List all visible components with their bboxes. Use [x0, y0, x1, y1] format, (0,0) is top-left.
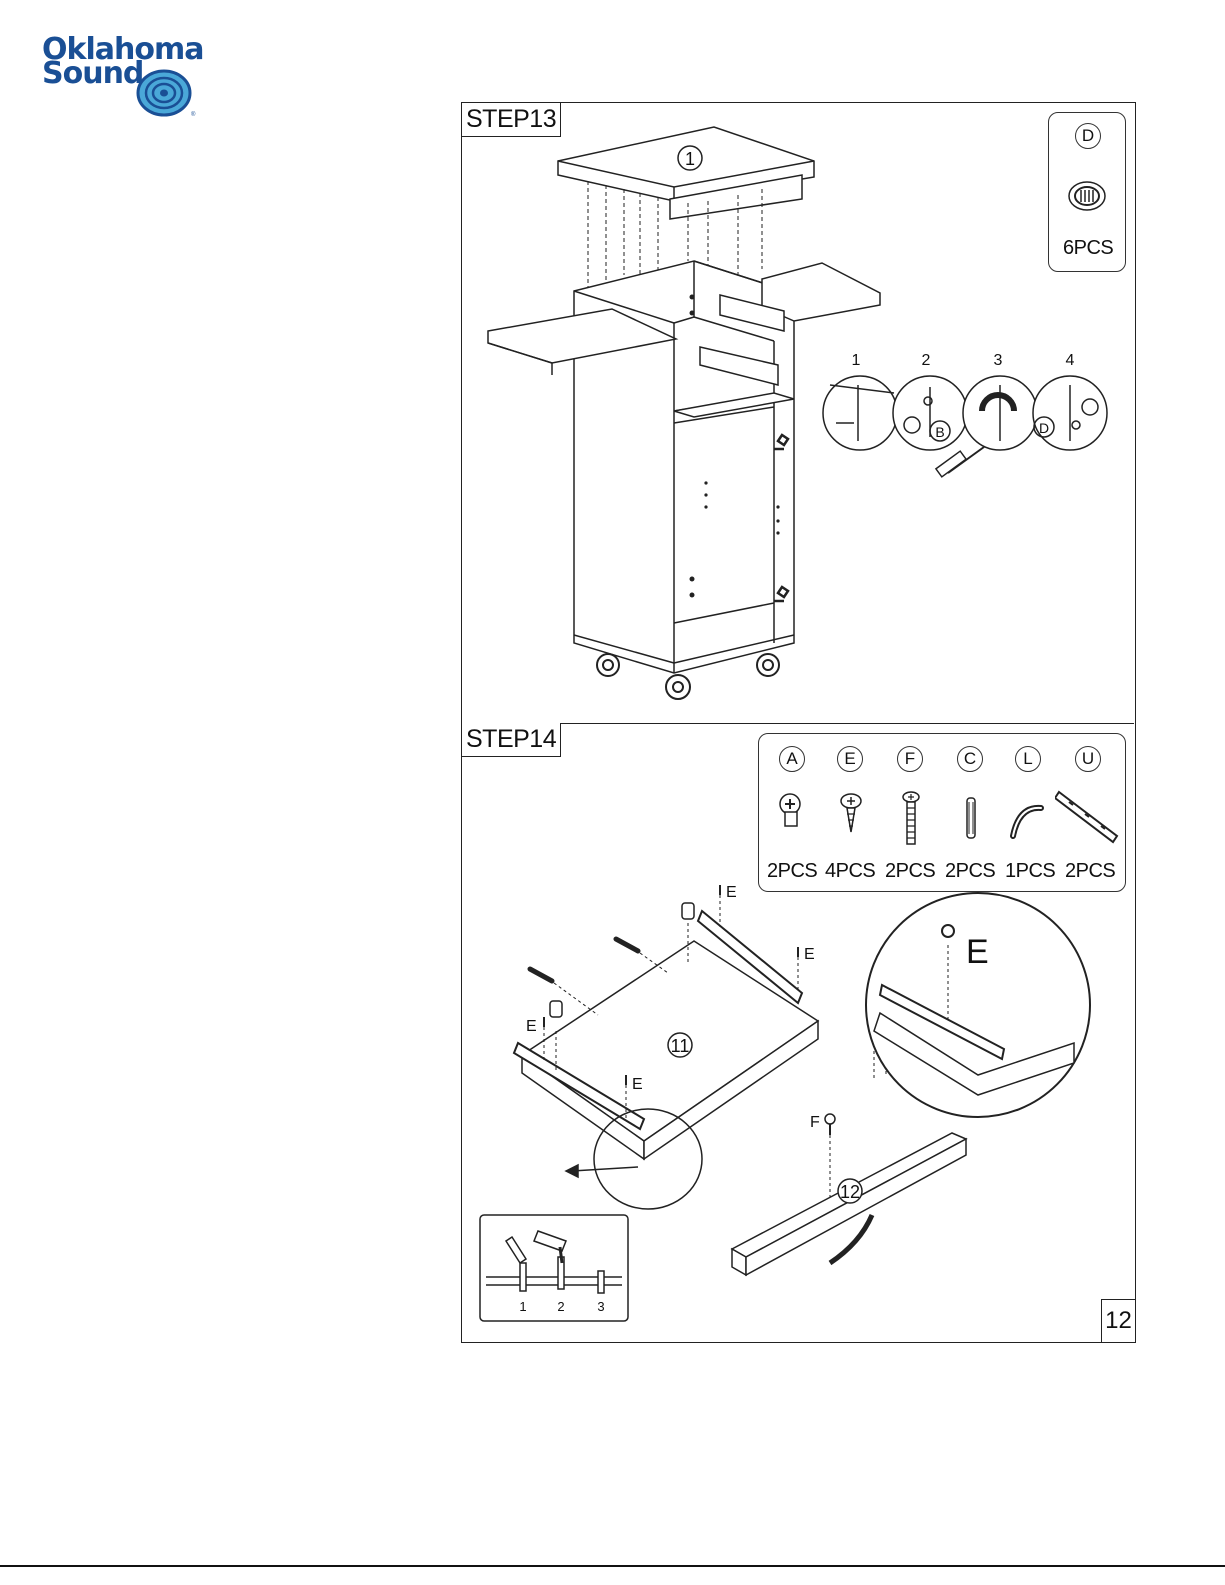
- screw-label-e-4: E: [632, 1076, 643, 1093]
- long-screw-icon: [899, 790, 923, 846]
- assembly-page: 1 1 2 3 4 B D STEP13 D 6PCS: [461, 102, 1136, 1343]
- hardware-letter: D: [1075, 123, 1101, 149]
- part-number-1: 1: [685, 149, 695, 169]
- callout-letter-d: D: [1039, 420, 1049, 436]
- part-number-11: 11: [671, 1036, 690, 1056]
- step14-label: STEP14: [462, 723, 561, 757]
- cam-cap-icon: [1067, 179, 1107, 213]
- hammer-step-1: 1: [519, 1299, 526, 1314]
- sequence-label-1: 1: [852, 352, 861, 369]
- screw-label-e-3: E: [526, 1018, 537, 1035]
- screw-label-e-2: E: [804, 946, 815, 963]
- brand-logo: Oklahoma Sound ®: [38, 30, 208, 120]
- hammer-step-2: 2: [557, 1299, 564, 1314]
- hammer-step-3: 3: [597, 1299, 604, 1314]
- screw-label-e-1: E: [726, 884, 737, 901]
- drawer-slide-icon: [1055, 786, 1119, 846]
- hardware-item-f: F: [897, 746, 923, 772]
- step13-hardware-list: D 6PCS: [1048, 112, 1126, 272]
- step13-illustration: 1 1 2 3 4 B D: [462, 103, 1134, 723]
- sequence-label-2: 2: [922, 352, 931, 369]
- sound-wave-icon: ®: [136, 68, 196, 118]
- step14-hardware-list: A 2PCS E 4PCS F: [758, 733, 1126, 892]
- cam-lock-icon: [775, 790, 807, 830]
- step13-label: STEP13: [462, 103, 561, 137]
- hardware-item-e: E: [837, 746, 863, 772]
- short-screw-icon: [837, 792, 865, 836]
- callout-letter-b: B: [935, 424, 944, 440]
- footer-divider: [0, 1565, 1225, 1567]
- detail-label-e: E: [966, 933, 989, 971]
- hardware-item-d: D: [1075, 123, 1101, 149]
- step13-panel: 1 1 2 3 4 B D STEP13 D 6PCS: [462, 103, 1134, 724]
- brand-name-line2: Sound: [42, 56, 143, 91]
- registered-mark: ®: [191, 111, 196, 118]
- hardware-qty: 6PCS: [1063, 237, 1113, 260]
- sequence-label-3: 3: [994, 352, 1003, 369]
- part-number-12: 12: [840, 1182, 860, 1202]
- hardware-item-u: U: [1075, 746, 1101, 772]
- step14-panel: 11 12 E E E E F E 1 2 3 STEP14 A 2PCS: [462, 723, 1134, 1343]
- handle-icon: [1007, 800, 1047, 840]
- dowel-icon: [963, 796, 979, 840]
- screw-label-f: F: [810, 1114, 820, 1131]
- hardware-item-a: A: [779, 746, 805, 772]
- hardware-item-l: L: [1015, 746, 1041, 772]
- page-number: 12: [1101, 1299, 1135, 1342]
- hardware-item-c: C: [957, 746, 983, 772]
- sequence-label-4: 4: [1066, 352, 1075, 369]
